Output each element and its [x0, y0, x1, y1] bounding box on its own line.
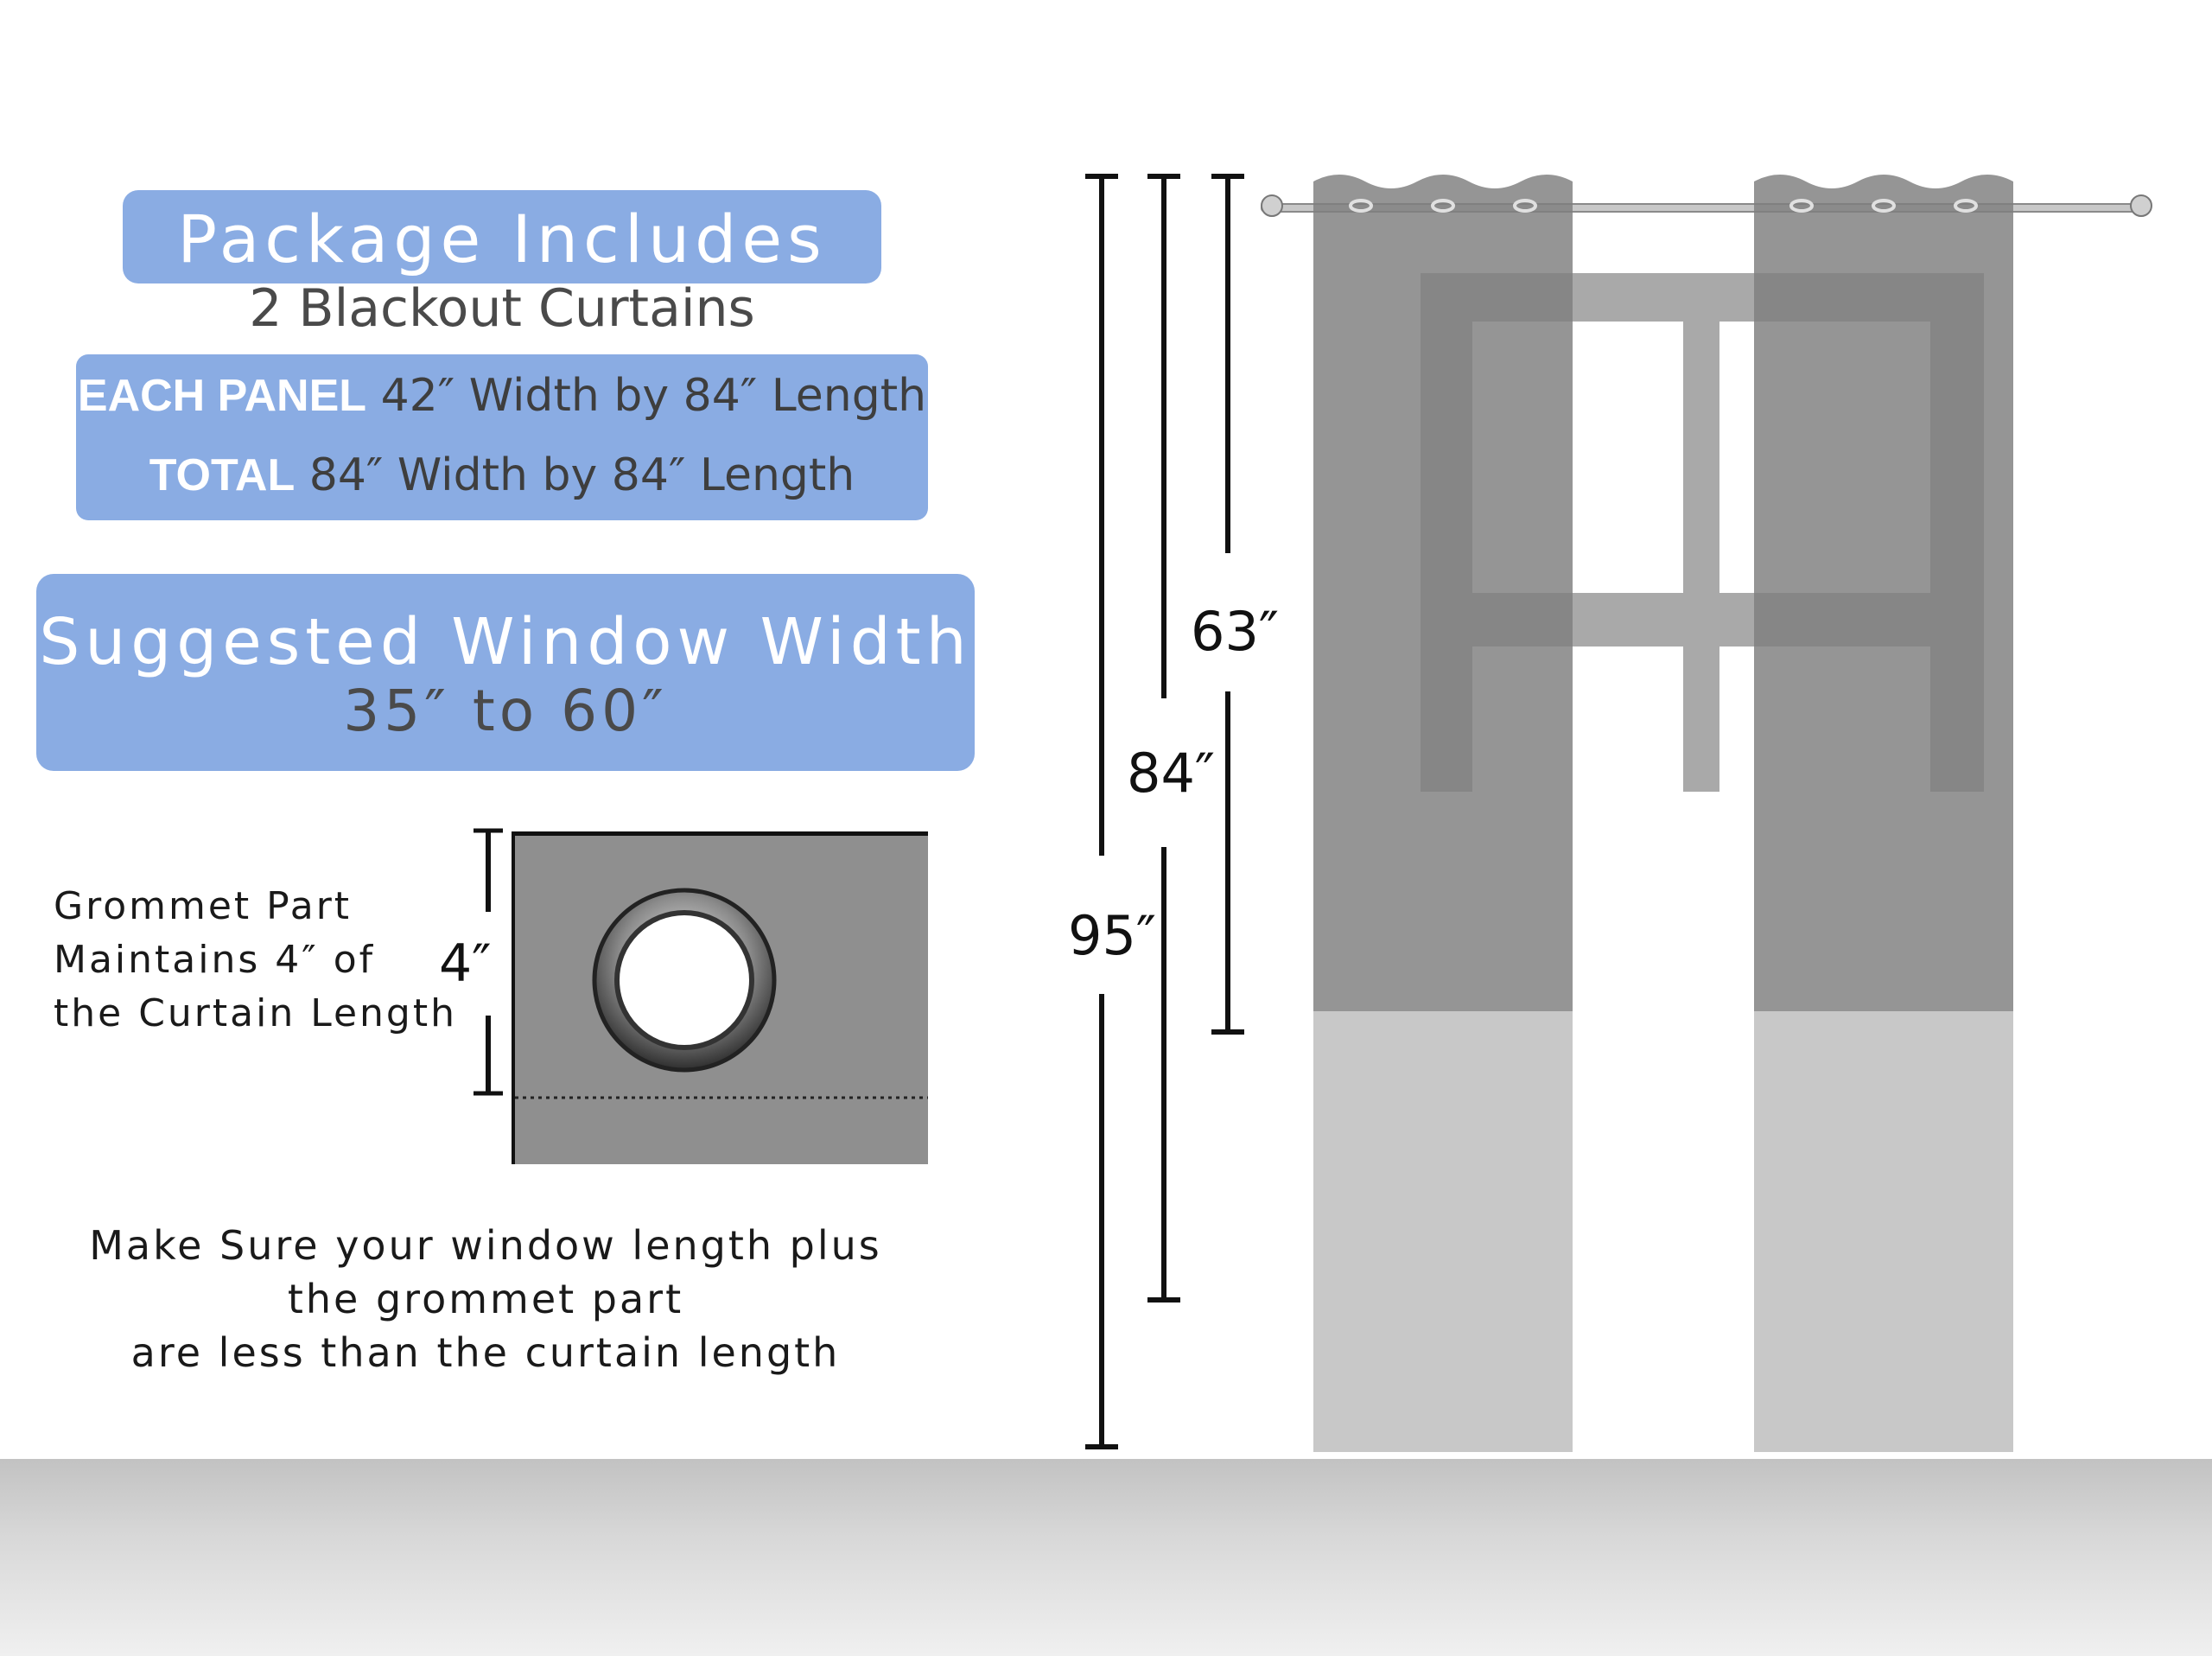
curtain-grommets	[1349, 199, 1978, 213]
total-length-label: 95″	[1068, 904, 1157, 967]
length-note-line-2: the grommet part	[287, 1276, 684, 1322]
package-includes-title: Package Includes	[177, 201, 827, 277]
grommet-ring-icon	[515, 888, 928, 1099]
package-subtitle: 2 Blackout Curtains	[249, 278, 755, 339]
grommet-dimension-bracket	[474, 828, 503, 1096]
length-dimension-lines	[1085, 174, 1244, 1449]
grommet-dimension-label: 4″	[439, 933, 492, 994]
grommet-caption: Grommet Part Maintains 4″ of the Curtain…	[54, 880, 457, 1041]
grommet-caption-line-3: the Curtain Length	[54, 991, 457, 1035]
right-curtain-panel	[1754, 175, 2013, 1452]
each-panel-value: 42″ Width by 84″ Length	[380, 370, 927, 422]
grommet-caption-line-2: Maintains 4″ of	[54, 938, 376, 982]
length-note-line-1: Make Sure your window length plus	[89, 1222, 882, 1269]
panel-size-box: EACH PANEL 42″ Width by 84″ Length TOTAL…	[76, 354, 928, 520]
floor-background	[0, 1459, 2212, 1656]
window-length-label: 63″	[1191, 600, 1280, 663]
total-label: TOTAL	[149, 450, 296, 500]
window-width-range: 35″ to 60″	[343, 678, 668, 744]
window-width-title: Suggested Window Width	[39, 605, 972, 679]
length-note: Make Sure your window length plus the gr…	[54, 1219, 918, 1379]
curtain-illustration	[1261, 175, 2152, 1452]
each-panel-label: EACH PANEL	[77, 371, 367, 421]
length-note-line-3: are less than the curtain length	[130, 1329, 841, 1376]
total-line: TOTAL 84″ Width by 84″ Length	[76, 449, 928, 501]
curtain-length-line	[1147, 174, 1180, 1303]
each-panel-line: EACH PANEL 42″ Width by 84″ Length	[76, 370, 928, 422]
total-value: 84″ Width by 84″ Length	[308, 449, 855, 501]
curtain-length-label: 84″	[1127, 742, 1216, 805]
window-width-banner: Suggested Window Width 35″ to 60″	[36, 574, 975, 771]
rod-finial-left	[1261, 194, 1283, 217]
total-length-line	[1085, 174, 1118, 1449]
window-length-line	[1211, 174, 1244, 1035]
grommet-caption-line-1: Grommet Part	[54, 884, 353, 928]
package-includes-banner: Package Includes	[123, 190, 881, 283]
left-curtain-panel	[1313, 175, 1573, 1452]
rod-finial-right	[2130, 194, 2152, 217]
grommet-closeup	[512, 831, 928, 1164]
